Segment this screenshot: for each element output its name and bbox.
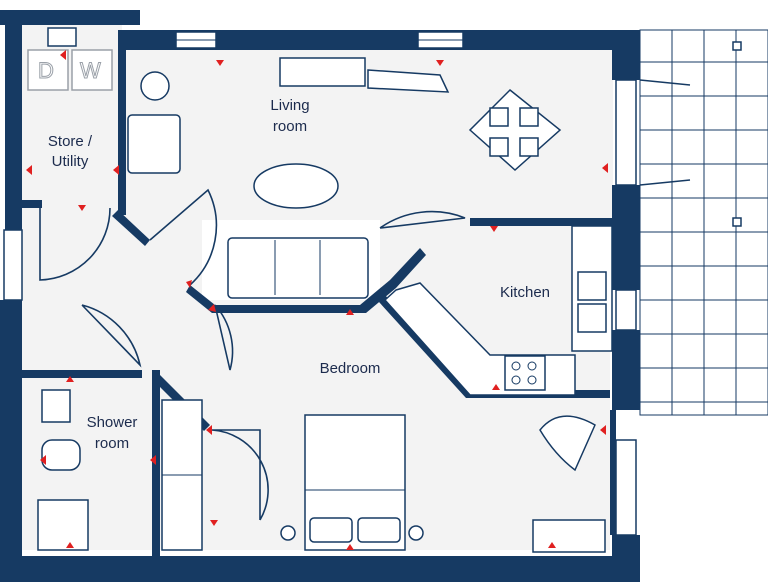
store-label-line1: Store / <box>48 133 93 150</box>
armchair-icon <box>539 415 596 472</box>
sideboard-icon <box>279 57 366 87</box>
socket-marker-icons <box>26 50 608 550</box>
toilet-icon <box>41 439 81 471</box>
room-labels: Living room Store / Utility Kitchen Bedr… <box>48 97 550 452</box>
utility-appliances: D W <box>27 27 113 91</box>
living-room-label-line2: room <box>273 118 307 135</box>
sofa-icon <box>227 237 369 299</box>
shower-fittings <box>37 389 89 551</box>
window-icons <box>3 31 637 536</box>
bedroom-label: Bedroom <box>320 360 381 377</box>
kitchen-label: Kitchen <box>500 284 550 301</box>
door-swing-icons <box>39 79 691 521</box>
dining-table-icon <box>468 88 562 172</box>
lamp-icon <box>280 525 296 541</box>
washer-label: W <box>80 58 101 83</box>
tv-unit-icon <box>367 69 450 93</box>
walls <box>0 10 640 582</box>
dishwasher-label: D <box>38 58 54 83</box>
coffee-table-icon <box>253 163 339 209</box>
sink-icon <box>41 389 71 423</box>
kitchen-fittings <box>383 225 613 396</box>
shower-room-label-line2: room <box>95 435 129 452</box>
desk-icon <box>532 519 606 553</box>
living-furniture <box>127 57 562 299</box>
bedroom-furniture <box>161 399 606 553</box>
store-label-line2: Utility <box>52 153 89 170</box>
boiler-icon <box>47 27 77 47</box>
shower-room-label-line1: Shower <box>87 414 138 431</box>
lamp-icon <box>140 71 170 101</box>
lamp-icon <box>408 525 424 541</box>
hob-icon <box>504 355 546 391</box>
armchair-icon <box>127 114 181 174</box>
shower-tray-icon <box>37 499 89 551</box>
terrace-paving <box>639 29 768 416</box>
sink-icon <box>577 271 607 301</box>
living-room-label-line1: Living <box>270 97 309 114</box>
